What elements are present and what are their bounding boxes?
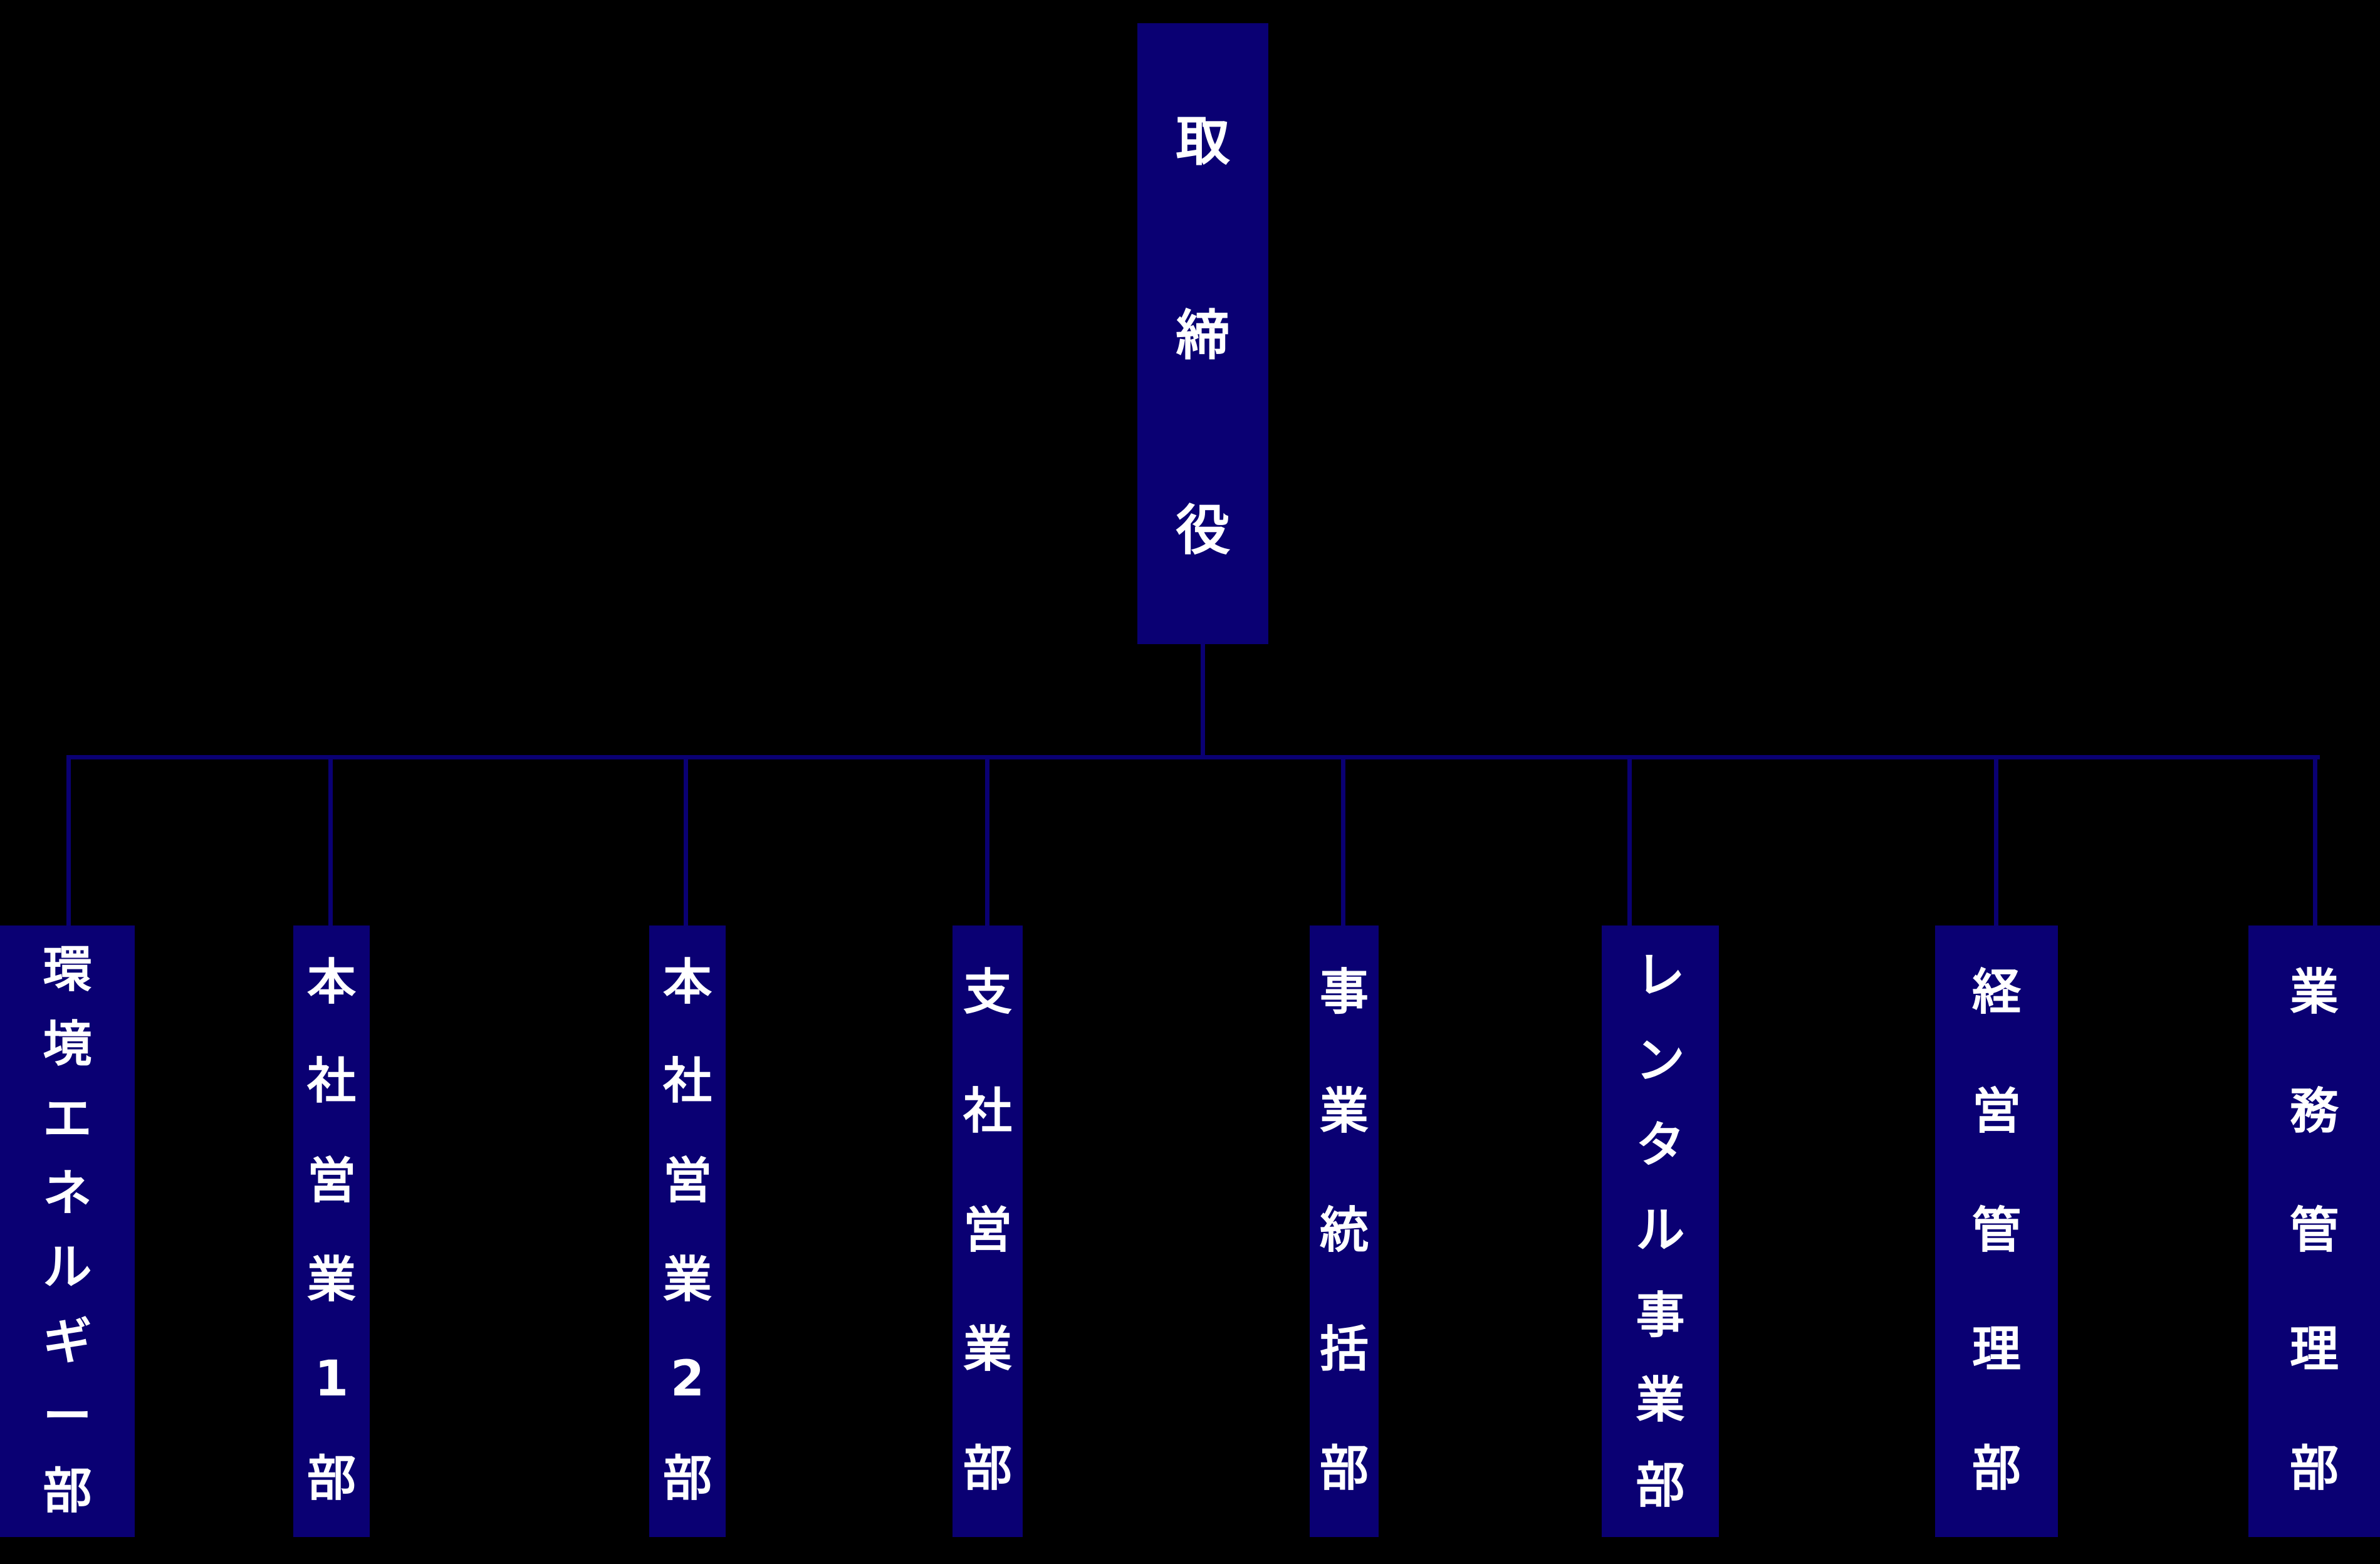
node-label-char: 社 — [662, 1053, 712, 1110]
node-label-char: 部 — [43, 1462, 92, 1520]
org-node-honsha-eigyo-2-bu[interactable]: 本社営業 2 部 — [649, 925, 726, 1537]
node-label-char: 取 — [1176, 110, 1230, 174]
connector-child-drop-keiei-kanri-bu — [1994, 755, 1998, 925]
node-label-char: 社 — [963, 1083, 1012, 1140]
org-node-jigyo-tokatsu-bu[interactable]: 事業統括部 — [1310, 925, 1379, 1537]
node-label-char: 業 — [306, 1252, 356, 1309]
node-label-char: 営 — [963, 1202, 1012, 1259]
node-label-char: 部 — [1636, 1457, 1685, 1514]
connector-child-drop-kankyo-energy-bu — [66, 755, 71, 925]
node-label-char: ネ — [43, 1165, 92, 1222]
node-label-char: 統 — [1319, 1202, 1369, 1259]
org-node-shisha-eigyo-bu[interactable]: 支社営業部 — [953, 925, 1023, 1537]
node-label-char: レ — [1636, 947, 1685, 1004]
node-label-char: 業 — [963, 1322, 1012, 1378]
connector-child-drop-gyomu-kanri-bu — [2313, 755, 2317, 925]
org-node-kankyo-energy-bu[interactable]: 環境エネルギー部 — [0, 925, 135, 1537]
node-label-char: 経 — [1971, 964, 2021, 1021]
org-node-root[interactable]: 取締役 — [1137, 23, 1268, 644]
node-label-char: 括 — [1319, 1322, 1369, 1378]
node-label-char: 部 — [2289, 1441, 2339, 1497]
node-label-char: 役 — [1176, 499, 1230, 562]
node-label-char: 締 — [1176, 305, 1230, 368]
node-label-char: 部 — [1319, 1441, 1369, 1497]
node-label-char: 1 — [314, 1351, 349, 1408]
node-label-char: 境 — [43, 1016, 92, 1073]
connector-child-drop-jigyo-tokatsu-bu — [1341, 755, 1345, 925]
node-label-char: 営 — [662, 1152, 712, 1209]
node-label-char: 部 — [662, 1450, 712, 1507]
node-label-char: 事 — [1636, 1287, 1685, 1344]
node-label-char: 部 — [306, 1450, 356, 1507]
node-label-char: 社 — [306, 1053, 356, 1110]
node-label-char: 理 — [2289, 1322, 2339, 1378]
node-label-char: 部 — [963, 1441, 1012, 1497]
node-label-char: 管 — [1971, 1202, 2021, 1259]
node-label-char: エ — [43, 1090, 92, 1147]
node-label-char: ギ — [43, 1314, 92, 1371]
node-label-char: 2 — [670, 1351, 705, 1408]
node-label-char: 営 — [306, 1152, 356, 1209]
org-node-gyomu-kanri-bu[interactable]: 業務管理部 — [2248, 925, 2380, 1537]
node-label-char: 業 — [662, 1252, 712, 1309]
node-label-char: 事 — [1319, 964, 1369, 1021]
node-label-char: 業 — [1636, 1372, 1685, 1429]
node-label-char: 務 — [2289, 1083, 2339, 1140]
node-label-char: ー — [43, 1388, 92, 1445]
node-label-char: 業 — [1319, 1083, 1369, 1140]
connector-child-drop-shisha-eigyo-bu — [985, 755, 989, 925]
node-label-char: 環 — [43, 942, 92, 999]
node-label-char: ル — [43, 1239, 92, 1296]
org-node-honsha-eigyo-1-bu[interactable]: 本社営業 1 部 — [293, 925, 370, 1537]
node-label-char: 管 — [2289, 1202, 2339, 1259]
node-label-char: 営 — [1971, 1083, 2021, 1140]
node-label-char: 本 — [662, 954, 712, 1011]
node-label-char: 理 — [1971, 1322, 2021, 1378]
connector-child-drop-honsha-eigyo-2-bu — [684, 755, 688, 925]
connector-root-drop — [1201, 644, 1205, 759]
node-label-char: タ — [1636, 1117, 1685, 1174]
node-label-char: 部 — [1971, 1441, 2021, 1497]
org-node-rental-jigyo-bu[interactable]: レンタル事業部 — [1602, 925, 1719, 1537]
node-label-char: ン — [1636, 1032, 1685, 1089]
node-label-char: 支 — [963, 964, 1012, 1021]
connector-child-drop-rental-jigyo-bu — [1627, 755, 1632, 925]
connector-horizontal-bus — [69, 755, 2320, 759]
org-node-keiei-kanri-bu[interactable]: 経営管理部 — [1935, 925, 2058, 1537]
node-label-char: 本 — [306, 954, 356, 1011]
connector-child-drop-honsha-eigyo-1-bu — [328, 755, 333, 925]
node-label-char: 業 — [2289, 964, 2339, 1021]
node-label-char: ル — [1636, 1202, 1685, 1259]
